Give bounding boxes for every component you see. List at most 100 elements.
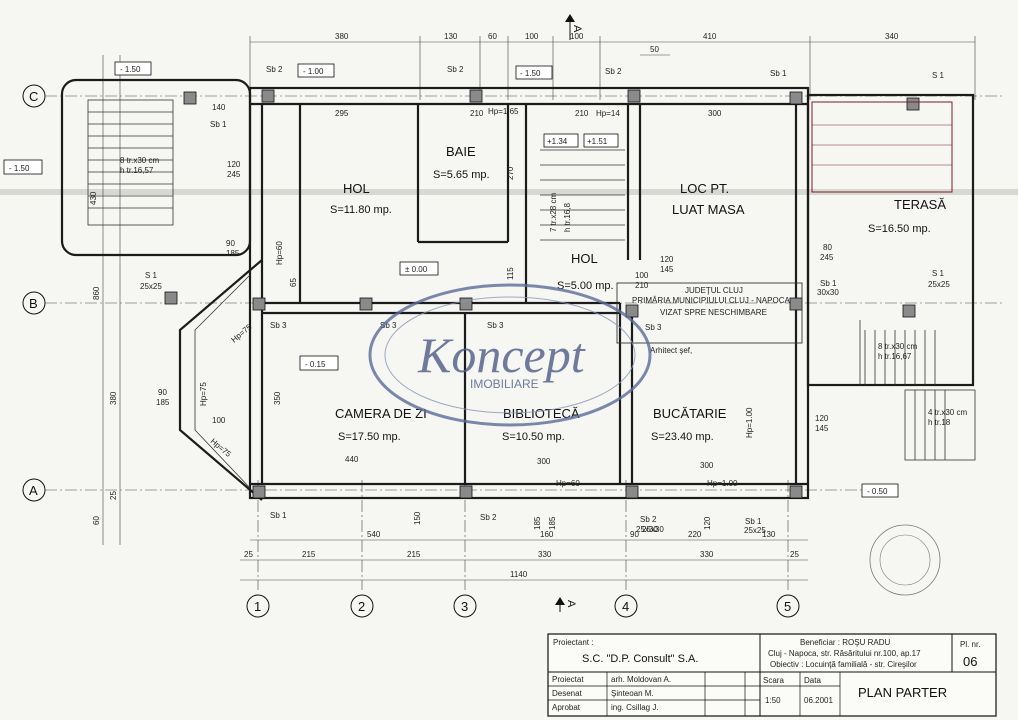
room-area: S=5.00 mp.: [557, 280, 614, 292]
dim-bottom: 220: [688, 530, 702, 539]
pillar-label: Sb 3: [270, 321, 287, 330]
dim-bottom: 330: [538, 550, 552, 559]
room-area: S=11.80 mp.: [330, 204, 392, 216]
dim-top: 100: [570, 32, 584, 41]
svg-text:150: 150: [413, 511, 422, 525]
svg-text:245: 245: [820, 253, 834, 262]
tb-person: arh. Moldovan A.: [611, 675, 671, 684]
pillar-label: Sb 3: [487, 321, 504, 330]
tb-scara-label: Scara: [763, 676, 784, 685]
grid-col-label: 4: [622, 599, 629, 614]
dim-bottom: 215: [407, 550, 421, 559]
dim-top: 130: [444, 32, 458, 41]
svg-text:Hp=1.65: Hp=1.65: [488, 107, 519, 116]
room-name: LOC PT.: [680, 181, 729, 196]
svg-text:80: 80: [823, 243, 832, 252]
room-name: LUAT MASA: [672, 202, 745, 217]
room-area: S=16.50 mp.: [868, 223, 931, 235]
tb-title: PLAN PARTER: [858, 685, 947, 700]
dim-bottom: 330: [700, 550, 714, 559]
svg-text:350: 350: [273, 391, 282, 405]
dim-bottom: 25: [244, 550, 253, 559]
tb-role: Proiectat: [552, 675, 584, 684]
pillar-label: Sb 2: [447, 65, 464, 74]
room-area: S=23.40 mp.: [651, 431, 714, 443]
dim-left: 25: [109, 491, 118, 500]
columns: [164, 89, 920, 499]
svg-text:270: 270: [506, 166, 515, 180]
room-area: S=17.50 mp.: [338, 431, 401, 443]
grid-row-label: C: [29, 89, 38, 104]
tb-role: Desenat: [552, 689, 583, 698]
level-label: - 1.50: [520, 69, 541, 78]
svg-text:115: 115: [506, 267, 515, 280]
tb-obiectiv: Obiectiv : Locuinţă familială - str. Cir…: [770, 660, 917, 669]
pillar-label: S 1: [145, 271, 158, 280]
tb-proiectant-label: Proiectant :: [553, 638, 593, 647]
tb-pl-nr: 06: [963, 654, 977, 669]
svg-text:A: A: [571, 25, 583, 33]
dim-bottom: 130: [762, 530, 776, 539]
pillar-size: 30x30: [817, 288, 839, 297]
pillar-label: S 1: [932, 71, 945, 80]
pillar-label: S 1: [932, 269, 945, 278]
level-label: - 0.15: [305, 360, 326, 369]
tb-person: ing. Csillag J.: [611, 703, 659, 712]
pillar-labels: Sb 2 Sb 2 Sb 2 Sb 1 S 1 Sb 1 S 1 Sb 3 Sb…: [140, 65, 950, 535]
svg-text:185: 185: [156, 398, 170, 407]
stair-note: 8 tr.x30 cm: [120, 156, 159, 165]
svg-text:185: 185: [226, 249, 240, 258]
dim-left: 860: [92, 286, 101, 300]
grid-col-label: 2: [358, 599, 365, 614]
svg-text:Hp=14: Hp=14: [596, 109, 620, 118]
pillar-label: Sb 1: [770, 69, 787, 78]
tb-data: 06.2001: [804, 696, 833, 705]
svg-text:295: 295: [335, 109, 349, 118]
svg-text:65: 65: [289, 278, 298, 287]
walls: [60, 78, 975, 501]
dim-bottom: 160: [540, 530, 554, 539]
dim-bottom: 215: [302, 550, 316, 559]
pillar-label: Sb 2: [480, 513, 497, 522]
svg-text:185: 185: [548, 516, 557, 530]
svg-text:120: 120: [227, 160, 241, 169]
dim-bottom: 25: [790, 550, 799, 559]
dim-top: 100: [525, 32, 539, 41]
tb-data-label: Data: [804, 676, 821, 685]
grid-row-bubble: [22, 84, 46, 108]
dim-left: 380: [109, 391, 118, 405]
stair-notes: 8 tr.x30 cm h tr.16,57 7 tr.x28 cm h tr.…: [120, 156, 967, 427]
tb-pl-label: Pl. nr.: [960, 640, 980, 649]
grid-col-label: 5: [784, 599, 791, 614]
svg-text:300: 300: [708, 109, 722, 118]
watermark-sub: IMOBILIARE: [470, 377, 539, 391]
pillar-label: Sb 1: [210, 120, 227, 129]
pillar-label: Sb 3: [380, 321, 397, 330]
svg-text:145: 145: [815, 424, 829, 433]
svg-text:Arhitect şef,: Arhitect şef,: [650, 346, 692, 355]
level-label: - 0.50: [867, 487, 888, 496]
tb-proiectant: S.C. "D.P. Consult" S.A.: [582, 653, 698, 665]
bottom-dimensions: 540 160 90 220 130 25 215 215 330 330 25…: [240, 530, 808, 581]
level-label: - 1.50: [9, 164, 30, 173]
pillar-label: Sb 3: [645, 323, 662, 332]
stair-note: 8 tr.x30 cm: [878, 342, 917, 351]
pillar-label: Sb 2: [605, 67, 622, 76]
level-markers: - 1.50 - 1.00 - 1.50 - 1.50 ± 0.00 - 0.1…: [3, 61, 899, 498]
svg-text:120: 120: [660, 255, 674, 264]
svg-text:140: 140: [212, 103, 226, 112]
pillar-size: 25x25: [140, 282, 162, 291]
section-marker-top: A: [565, 14, 583, 40]
svg-text:Hp=60: Hp=60: [275, 241, 284, 265]
svg-text:90: 90: [226, 239, 235, 248]
svg-text:Hp=75: Hp=75: [199, 382, 208, 406]
dim-top: 60: [488, 32, 497, 41]
svg-text:90: 90: [158, 388, 167, 397]
pillar-label: Sb 2: [266, 65, 283, 74]
tb-scara: 1:50: [765, 696, 781, 705]
svg-text:145: 145: [660, 265, 674, 274]
svg-text:Hp=1.00: Hp=1.00: [745, 407, 754, 438]
tb-address: Cluj - Napoca, str. Răsăritului nr.100, …: [768, 649, 921, 658]
